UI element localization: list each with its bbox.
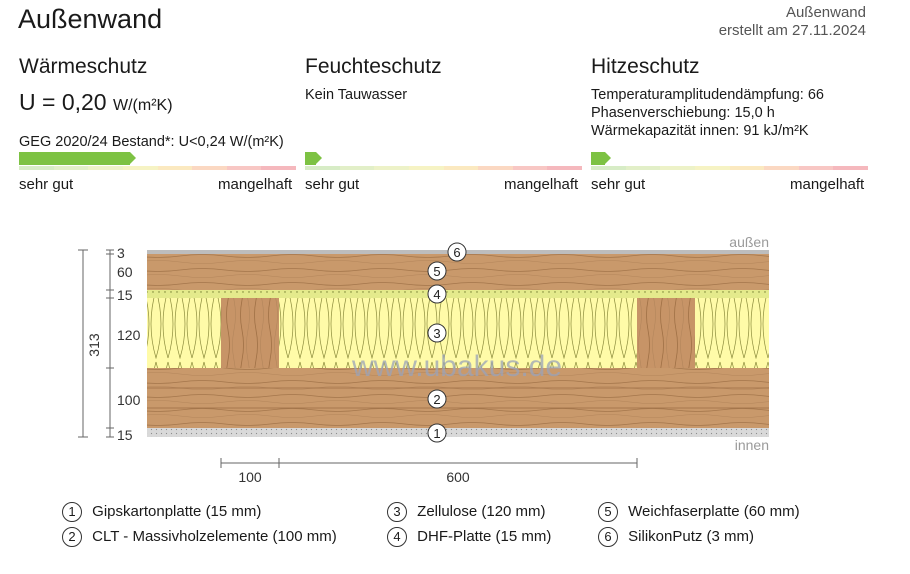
geg-requirement: GEG 2020/24 Bestand*: U<0,24 W/(m²K) [19,134,284,150]
layer-1-gypsum [147,428,769,437]
hitzeschutz-meter [591,152,868,170]
legend-number: 2 [62,527,82,547]
layer-marker-1-label: 1 [433,426,440,441]
feuchteschutz-scale-bad: mangelhaft [504,176,579,193]
meter-fill [19,152,136,165]
meter-fill [591,152,611,165]
dim-layer-2: 100 [117,392,141,408]
hitzeschutz-title: Hitzeschutz [591,55,700,78]
u-value-unit: W/(m²K) [112,97,173,114]
legend-item-6: 6 SilikonPutz (3 mm) [598,527,754,547]
layer-marker-4 [427,284,447,304]
layer-2-clt [147,368,769,428]
label-outside: außen [729,234,769,250]
waermeschutz-scale-bad: mangelhaft [218,176,293,193]
header-info: Außenwand erstellt am 27.11.2024 [719,4,866,40]
layer-3-stud-left [221,298,279,368]
legend-label: Zellulose (120 mm) [417,503,546,520]
meter-scale-bar [591,166,868,170]
feuchteschutz-scale-good: sehr gut [305,176,360,193]
meter-scale-bar [19,166,296,170]
layer-marker-5-label: 5 [433,264,440,279]
layer-marker-5 [427,261,447,281]
horizontal-dimensions [220,458,638,468]
layer-marker-2 [427,389,447,409]
layer-marker-6-label: 6 [453,245,460,260]
phase-shift: Phasenverschiebung: 15,0 h [591,105,775,121]
page-title: Außenwand [18,4,163,34]
legend-label: DHF-Platte (15 mm) [417,528,552,545]
legend-number: 4 [387,527,407,547]
legend-item-1: 1 Gipskartonplatte (15 mm) [62,502,261,522]
feuchteschutz-title: Feuchteschutz [305,55,442,78]
dim-layer-1: 15 [117,427,133,443]
legend-label: Gipskartonplatte (15 mm) [92,503,262,520]
u-value-number: U = 0,20 [19,89,107,115]
header-created-date: erstellt am 27.11.2024 [718,22,866,39]
meter-fill [305,152,323,165]
layer-3-stud-right [637,298,695,368]
layer-marker-6 [447,242,467,262]
hitzeschutz-scale-bad: mangelhaft [790,176,865,193]
legend-label: SilikonPutz (3 mm) [628,528,755,545]
legend-number: 5 [598,502,618,522]
dim-total-thickness: 313 [86,333,102,357]
layer-marker-4-label: 4 [433,287,440,302]
header-component-name: Außenwand [785,4,866,21]
dim-layer-4: 15 [117,287,133,303]
hitzeschutz-scale-good: sehr gut [591,176,646,193]
watermark: www.ubakus.de [351,350,562,383]
legend-label: Weichfaserplatte (60 mm) [628,503,800,520]
legend-number: 1 [62,502,82,522]
u-value: U = 0,20 W/(m²K) [19,89,173,116]
legend-item-2: 2 CLT - Massivholzelemente (100 mm) [62,527,337,547]
feuchteschutz-status: Kein Tauwasser [305,87,408,103]
dim-layer-5: 60 [117,264,133,280]
legend-item-5: 5 Weichfaserplatte (60 mm) [598,502,800,522]
heat-capacity-inside: Wärmekapazität innen: 91 kJ/m²K [591,123,809,139]
dim-layer-6: 3 [117,245,125,261]
label-inside: innen [735,437,769,453]
layer-marker-1 [427,423,447,443]
legend-label: CLT - Massivholzelemente (100 mm) [92,528,337,545]
layer-marker-3 [427,323,447,343]
dim-stud-width: 100 [238,469,262,485]
waermeschutz-title: Wärmeschutz [19,55,148,78]
meter-scale-bar [305,166,582,170]
layer-marker-2-label: 2 [433,392,440,407]
legend-item-3: 3 Zellulose (120 mm) [387,502,546,522]
legend-number: 6 [598,527,618,547]
waermeschutz-scale-good: sehr gut [19,176,74,193]
vertical-dimensions [78,249,114,438]
layer-marker-3-label: 3 [433,326,440,341]
legend-item-4: 4 DHF-Platte (15 mm) [387,527,551,547]
layer-4-dhf [147,290,769,298]
dim-layer-3: 120 [117,327,141,343]
feuchteschutz-meter [305,152,582,170]
waermeschutz-meter [19,152,296,170]
legend-number: 3 [387,502,407,522]
dim-stud-spacing: 600 [446,469,470,485]
hitzeschutz-details: Temperaturamplitudendämpfung: 66 Phasenv… [591,86,824,140]
temperature-amplitude-damping: Temperaturamplitudendämpfung: 66 [591,87,824,103]
